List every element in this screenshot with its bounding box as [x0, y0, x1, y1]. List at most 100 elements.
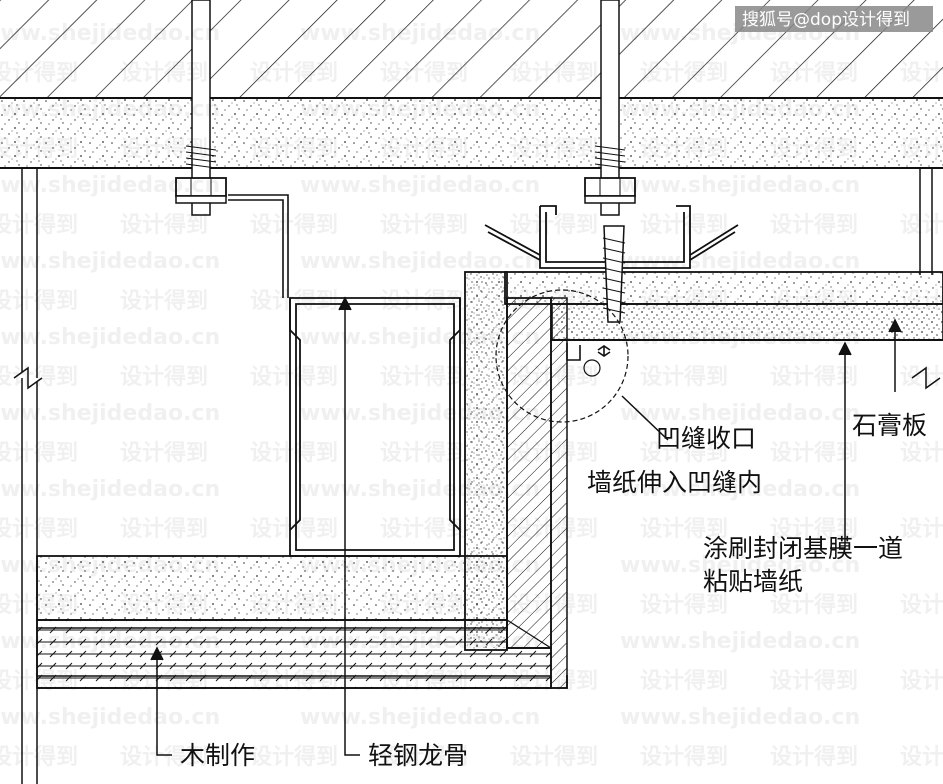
watermark-brand: 设计得到: [0, 136, 78, 162]
watermark-brand: 设计得到: [770, 212, 858, 238]
watermark-brand: 设计得到: [640, 744, 728, 770]
watermark-url: www.shejidedao.cn: [0, 477, 220, 502]
main-keel-channel: [484, 205, 739, 269]
watermark-brand: 设计得到: [900, 60, 943, 86]
watermark-brand: 设计得到: [510, 364, 598, 390]
watermark-brand: 设计得到: [120, 744, 208, 770]
watermark-brand: 设计得到: [640, 364, 728, 390]
watermark-url: www.shejidedao.cn: [620, 553, 860, 578]
label-groove-closure: 凹缝收口: [656, 424, 756, 453]
watermark-brand: 设计得到: [250, 516, 338, 542]
watermark-brand: 设计得到: [380, 744, 468, 770]
watermark-brand: 设计得到: [0, 288, 78, 314]
watermark-url: www.shejidedao.cn: [300, 97, 540, 122]
watermark-brand: 设计得到: [640, 136, 728, 162]
watermark-url: www.shejidedao.cn: [300, 629, 540, 654]
watermark-url: www.shejidedao.cn: [0, 401, 220, 426]
watermark-brand: 设计得到: [770, 668, 858, 694]
watermark-brand: 设计得到: [0, 592, 78, 618]
label-wood-work: 木制作: [180, 741, 255, 770]
watermark-brand: 设计得到: [0, 668, 78, 694]
watermark-brand: 设计得到: [380, 288, 468, 314]
watermark-brand: 设计得到: [120, 668, 208, 694]
watermark-brand: 设计得到: [900, 440, 943, 466]
watermark-brand: 设计得到: [900, 288, 943, 314]
watermark-brand: 设计得到: [900, 212, 943, 238]
watermark-brand: 设计得到: [640, 212, 728, 238]
watermark-url: www.shejidedao.cn: [300, 325, 540, 350]
watermark-url: www.shejidedao.cn: [300, 553, 540, 578]
watermark-url: www.shejidedao.cn: [0, 21, 220, 46]
watermark-url: www.shejidedao.cn: [0, 249, 220, 274]
watermark-brand: 设计得到: [770, 744, 858, 770]
watermark-brand: 设计得到: [640, 60, 728, 86]
groove-detail: [495, 289, 629, 423]
label-gypsum-board: 石膏板: [852, 411, 927, 440]
watermark-brand: 设计得到: [770, 592, 858, 618]
watermark-brand: 设计得到: [770, 288, 858, 314]
watermark-brand: 设计得到: [510, 516, 598, 542]
watermark-brand: 设计得到: [0, 212, 78, 238]
watermark-brand: 设计得到: [250, 592, 338, 618]
watermark-brand: 设计得到: [640, 592, 728, 618]
watermark-url: www.shejidedao.cn: [620, 477, 860, 502]
watermark-brand: 设计得到: [510, 212, 598, 238]
watermark-brand: 设计得到: [380, 364, 468, 390]
label-paste-wallpaper: 粘贴墙纸: [703, 567, 803, 596]
watermark-url: www.shejidedao.cn: [0, 553, 220, 578]
watermark-brand: 设计得到: [510, 440, 598, 466]
watermark-brand: 设计得到: [900, 516, 943, 542]
watermark-brand: 设计得到: [0, 364, 78, 390]
watermark-brand: 设计得到: [380, 516, 468, 542]
watermark-url: www.shejidedao.cn: [300, 249, 540, 274]
watermark-brand: 设计得到: [640, 288, 728, 314]
watermark-url: www.shejidedao.cn: [620, 401, 860, 426]
watermark-brand: 设计得到: [770, 516, 858, 542]
watermark-url: www.shejidedao.cn: [0, 705, 220, 730]
watermark-url: www.shejidedao.cn: [0, 173, 220, 198]
watermark-brand: 设计得到: [380, 60, 468, 86]
watermark-brand: 设计得到: [640, 668, 728, 694]
label-wallpaper-into-groove: 墙纸伸入凹缝内: [587, 468, 762, 497]
watermark-url: www.shejidedao.cn: [0, 97, 220, 122]
watermark-brand: 设计得到: [380, 440, 468, 466]
watermark-brand: 设计得到: [0, 744, 78, 770]
source-credit: 搜狐号@dop设计得到: [735, 6, 933, 32]
watermark-brand: 设计得到: [0, 516, 78, 542]
watermark-brand: 设计得到: [900, 136, 943, 162]
watermark-layer: www.shejidedao.cn www.shejidedao.cn www.sh…: [0, 21, 943, 770]
hanger-rod-left: [175, 0, 227, 216]
watermark-brand: 设计得到: [250, 440, 338, 466]
leader-lines: [150, 296, 902, 756]
watermark-brand: 设计得到: [380, 592, 468, 618]
watermark-url: www.shejidedao.cn: [0, 325, 220, 350]
watermark-url: www.shejidedao.cn: [0, 629, 220, 654]
watermark-brand: 设计得到: [250, 212, 338, 238]
watermark-brand: 设计得到: [120, 288, 208, 314]
source-credit-text: 搜狐号@dop设计得到: [742, 10, 910, 30]
right-edge: [911, 168, 941, 390]
watermark-brand: 设计得到: [640, 516, 728, 542]
watermark-brand: 设计得到: [380, 136, 468, 162]
watermark-brand: 设计得到: [250, 668, 338, 694]
watermark-brand: 设计得到: [770, 364, 858, 390]
watermark-brand: 设计得到: [120, 136, 208, 162]
watermark-url: www.shejidedao.cn: [300, 477, 540, 502]
watermark-brand: 设计得到: [510, 744, 598, 770]
watermark-url: www.shejidedao.cn: [300, 401, 540, 426]
watermark-brand: 设计得到: [120, 516, 208, 542]
watermark-brand: 设计得到: [900, 668, 943, 694]
watermark-brand: 设计得到: [900, 592, 943, 618]
watermark-brand: 设计得到: [770, 60, 858, 86]
watermark-brand: 设计得到: [900, 744, 943, 770]
watermark-brand: 设计得到: [120, 60, 208, 86]
watermark-url: www.shejidedao.cn: [300, 21, 540, 46]
l-hanger-bracket: [228, 194, 289, 298]
watermark-brand: 设计得到: [640, 440, 728, 466]
watermark-brand: 设计得到: [380, 668, 468, 694]
watermark-url: www.shejidedao.cn: [620, 325, 860, 350]
label-sealing-primer: 涂刷封闭基膜一道: [703, 534, 903, 563]
watermark-brand: 设计得到: [120, 212, 208, 238]
watermark-brand: 设计得到: [250, 288, 338, 314]
